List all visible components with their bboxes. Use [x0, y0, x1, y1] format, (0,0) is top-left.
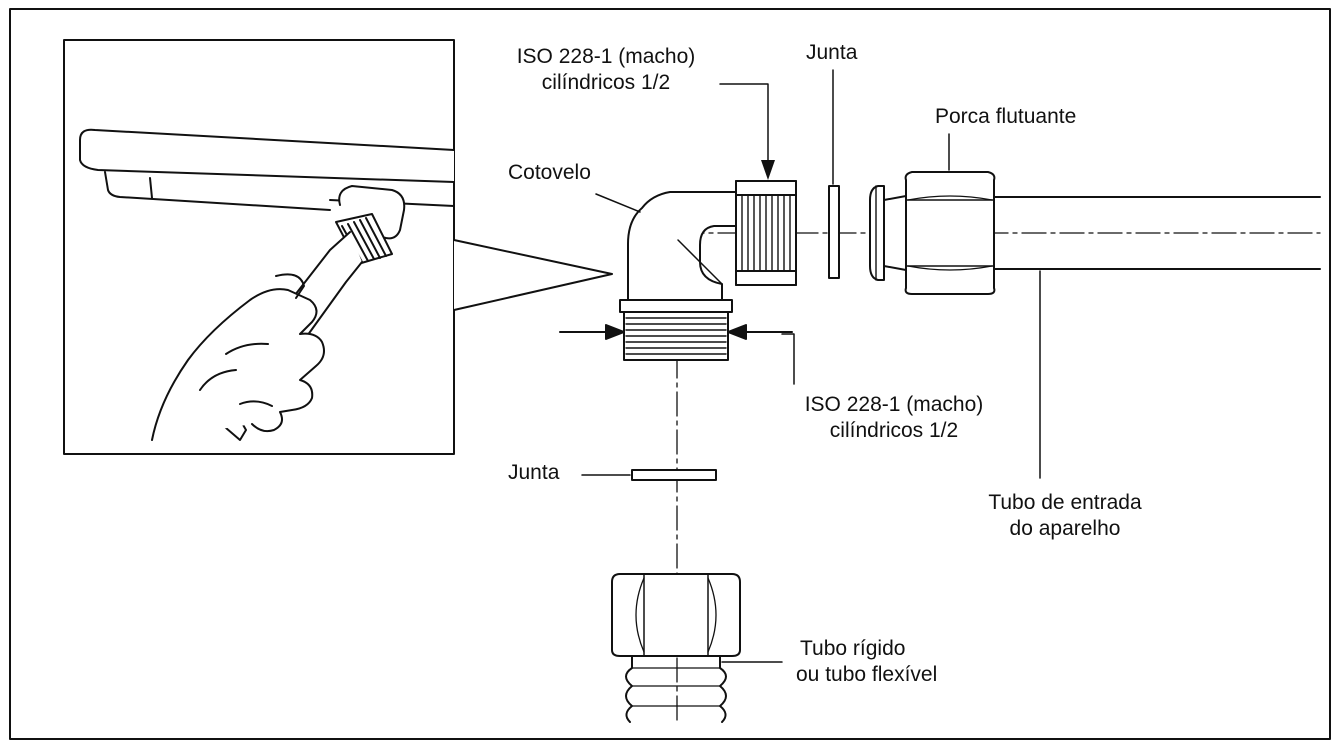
label-iso-thread-top-line1: ISO 228-1 (macho) — [516, 45, 696, 68]
label-iso-thread-bottom: ISO 228-1 (macho) cilíndricos 1/2 — [774, 392, 1014, 444]
label-iso-thread-bottom-line2: cilíndricos 1/2 — [829, 419, 959, 442]
label-iso-thread-top-line2: cilíndricos 1/2 — [541, 71, 671, 94]
label-tubo-rigido-line2: ou tubo flexível — [796, 663, 938, 686]
gasket-bottom — [631, 469, 717, 481]
label-tubo-entrada-line2: do aparelho — [1009, 517, 1121, 540]
rigid-or-flexible-pipe — [625, 655, 727, 723]
floating-nut — [869, 171, 996, 295]
label-junta-top: Junta — [806, 41, 858, 64]
inset-illustration — [63, 39, 613, 455]
thread-dimension-arrows — [559, 324, 793, 340]
label-tubo-entrada: Tubo de entrada do aparelho — [960, 490, 1170, 542]
label-tubo-rigido: Tubo rígido ou tubo flexível — [796, 636, 937, 688]
outer-frame — [9, 8, 1331, 740]
inset-hand — [151, 273, 325, 441]
label-porca-flutuante: Porca flutuante — [935, 105, 1077, 128]
appliance-inlet-pipe — [993, 196, 1321, 270]
label-tubo-rigido-line1: Tubo rígido — [800, 637, 906, 660]
male-thread-bottom — [619, 299, 733, 361]
label-iso-thread-top: ISO 228-1 (macho) cilíndricos 1/2 — [496, 44, 716, 96]
label-cotovelo: Cotovelo — [508, 161, 591, 184]
elbow-body — [627, 191, 737, 301]
label-tubo-entrada-line1: Tubo de entrada — [988, 491, 1142, 514]
male-thread-right — [735, 180, 797, 286]
label-junta-bottom: Junta — [508, 461, 560, 484]
callout-pointer — [453, 239, 613, 311]
gasket-right — [828, 185, 840, 279]
label-iso-thread-bottom-line1: ISO 228-1 (macho) — [804, 393, 984, 416]
bottom-nut — [611, 573, 741, 657]
leader-lines — [581, 69, 1041, 663]
appliance-panel — [79, 128, 455, 183]
